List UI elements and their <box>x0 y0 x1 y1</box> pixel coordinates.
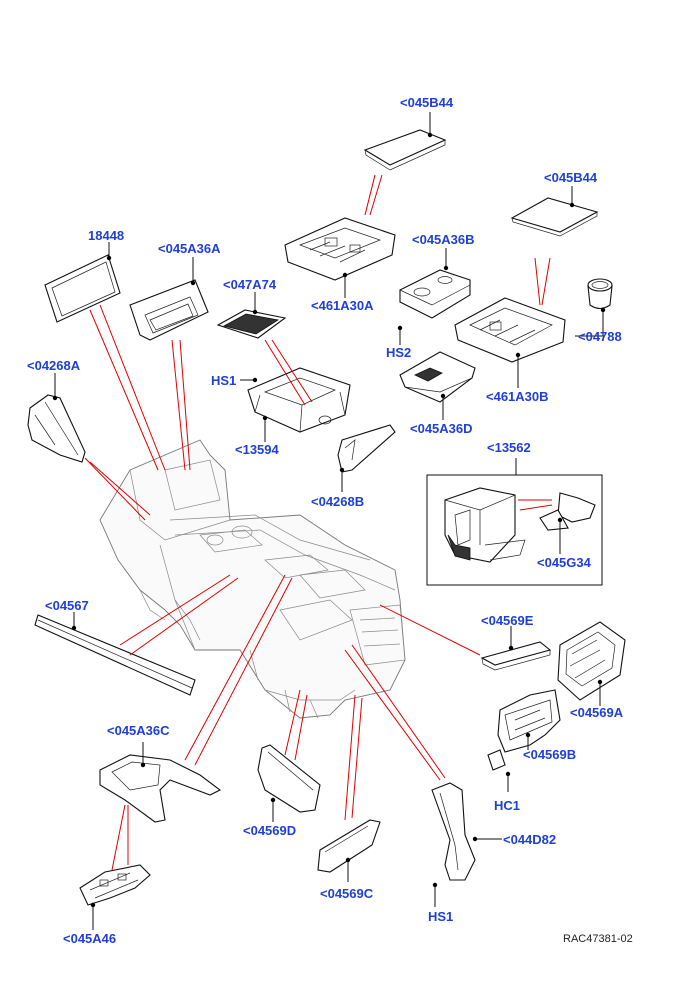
part-04569D-panel <box>257 744 321 813</box>
part-045A36D-cover <box>399 351 476 403</box>
callout-045A36C: <045A36C <box>107 723 170 738</box>
part-13594-bracket <box>247 367 351 433</box>
callout-HC1: HC1 <box>494 798 521 813</box>
callout-04569D: <04569D <box>243 823 297 838</box>
callout-04569C: <04569C <box>320 886 374 901</box>
red-leader-lines <box>84 174 553 871</box>
part-13562-detail-box <box>426 474 603 586</box>
callout-13562: <13562 <box>487 440 531 455</box>
callout-044D82: <044D82 <box>503 832 557 847</box>
part-044D82-trim <box>431 782 476 881</box>
callout-045A46: <045A46 <box>63 931 117 946</box>
part-045A46-bracket <box>79 864 151 906</box>
callout-045A36A: <045A36A <box>158 241 221 256</box>
callout-04268B: <04268B <box>311 494 365 509</box>
callout-HS1-lower: HS1 <box>428 909 454 924</box>
part-045B44-pad-right <box>510 197 599 237</box>
callout-045A36D: <045A36D <box>410 421 473 436</box>
diagram-reference-number: RAC47381-02 <box>563 933 633 945</box>
part-04569C-panel <box>317 819 381 873</box>
callout-461A30A: <461A30A <box>311 298 374 313</box>
callout-04567: <04567 <box>45 598 89 613</box>
part-045A36C-bezel <box>99 754 222 823</box>
part-04569E-cover <box>480 641 552 671</box>
callout-18448: 18448 <box>88 228 125 243</box>
black-leader-lines <box>52 112 606 930</box>
callout-045B44-upper: <045B44 <box>400 95 454 110</box>
part-045A36A-bezel <box>129 279 209 341</box>
callout-045A36B: <045A36B <box>412 232 475 247</box>
callout-HS1-upper: HS1 <box>211 373 237 388</box>
part-04268B-side-trim <box>337 424 396 473</box>
callout-04569B: <04569B <box>523 747 577 762</box>
part-04569B-bracket <box>487 689 561 771</box>
callout-461A30B: <461A30B <box>486 389 549 404</box>
callout-13594: <13594 <box>235 442 279 457</box>
part-04268A-side-trim <box>27 394 86 463</box>
part-461A30B-tray <box>454 297 566 363</box>
callout-04268A: <04268A <box>27 358 81 373</box>
part-04788-cup <box>587 278 613 310</box>
callout-HS2: HS2 <box>386 345 412 360</box>
callout-047A74: <047A74 <box>223 277 277 292</box>
callout-04788: <04788 <box>578 329 622 344</box>
callout-045G34: <045G34 <box>537 555 591 570</box>
part-045B44-pad-upper <box>363 129 447 171</box>
callout-04569E: <04569E <box>481 613 534 628</box>
part-047A74-screen <box>216 309 287 339</box>
center-console-assembly <box>99 439 406 719</box>
part-045A36B-cupholder-insert <box>399 269 471 319</box>
callout-045B44-right: <045B44 <box>544 170 598 185</box>
callout-04569A: <04569A <box>570 705 624 720</box>
part-04569A-panel <box>557 621 626 701</box>
part-18448-panel <box>44 254 121 323</box>
part-461A30A-tray <box>284 217 396 281</box>
part-04567-trim-strip <box>34 614 196 696</box>
